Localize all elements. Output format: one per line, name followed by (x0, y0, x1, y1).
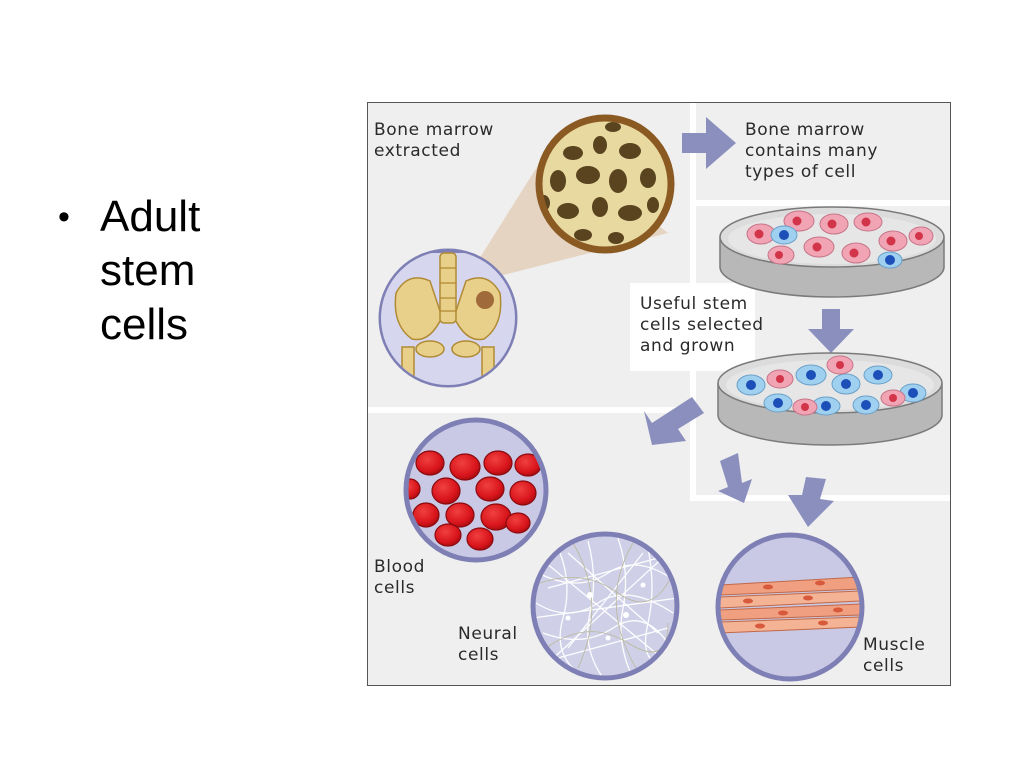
label-blood-cells: Blood cells (374, 557, 425, 598)
label-bone-marrow-contains: Bone marrow contains many types of cell (745, 120, 878, 182)
diagram-illustration (368, 103, 950, 682)
stem-cell-diagram: Bone marrow extracted Bone marrow contai… (367, 102, 951, 686)
hip-bone-circle (378, 248, 518, 388)
label-background (630, 283, 755, 371)
label-stem-cells-selected: Useful stem cells selected and grown (640, 294, 764, 356)
bullet-item: • Adult stem cells (58, 190, 240, 352)
label-bone-marrow-extracted: Bone marrow extracted (374, 120, 494, 161)
process-arrows (644, 117, 854, 527)
neural-cells-circle (530, 531, 680, 681)
bullet-list: • Adult stem cells (58, 190, 240, 352)
bullet-dot: • (58, 198, 70, 236)
muscle-cells-circle (715, 532, 865, 682)
bone-marrow-circle (535, 114, 675, 254)
label-neural-cells: Neural cells (458, 624, 518, 665)
petri-dish-mixed-cells (719, 206, 945, 298)
bullet-text: Adult stem cells (100, 192, 201, 349)
blood-cells-circle (403, 417, 549, 563)
label-muscle-cells: Muscle cells (863, 635, 926, 676)
petri-dish-stem-cells (717, 352, 943, 446)
